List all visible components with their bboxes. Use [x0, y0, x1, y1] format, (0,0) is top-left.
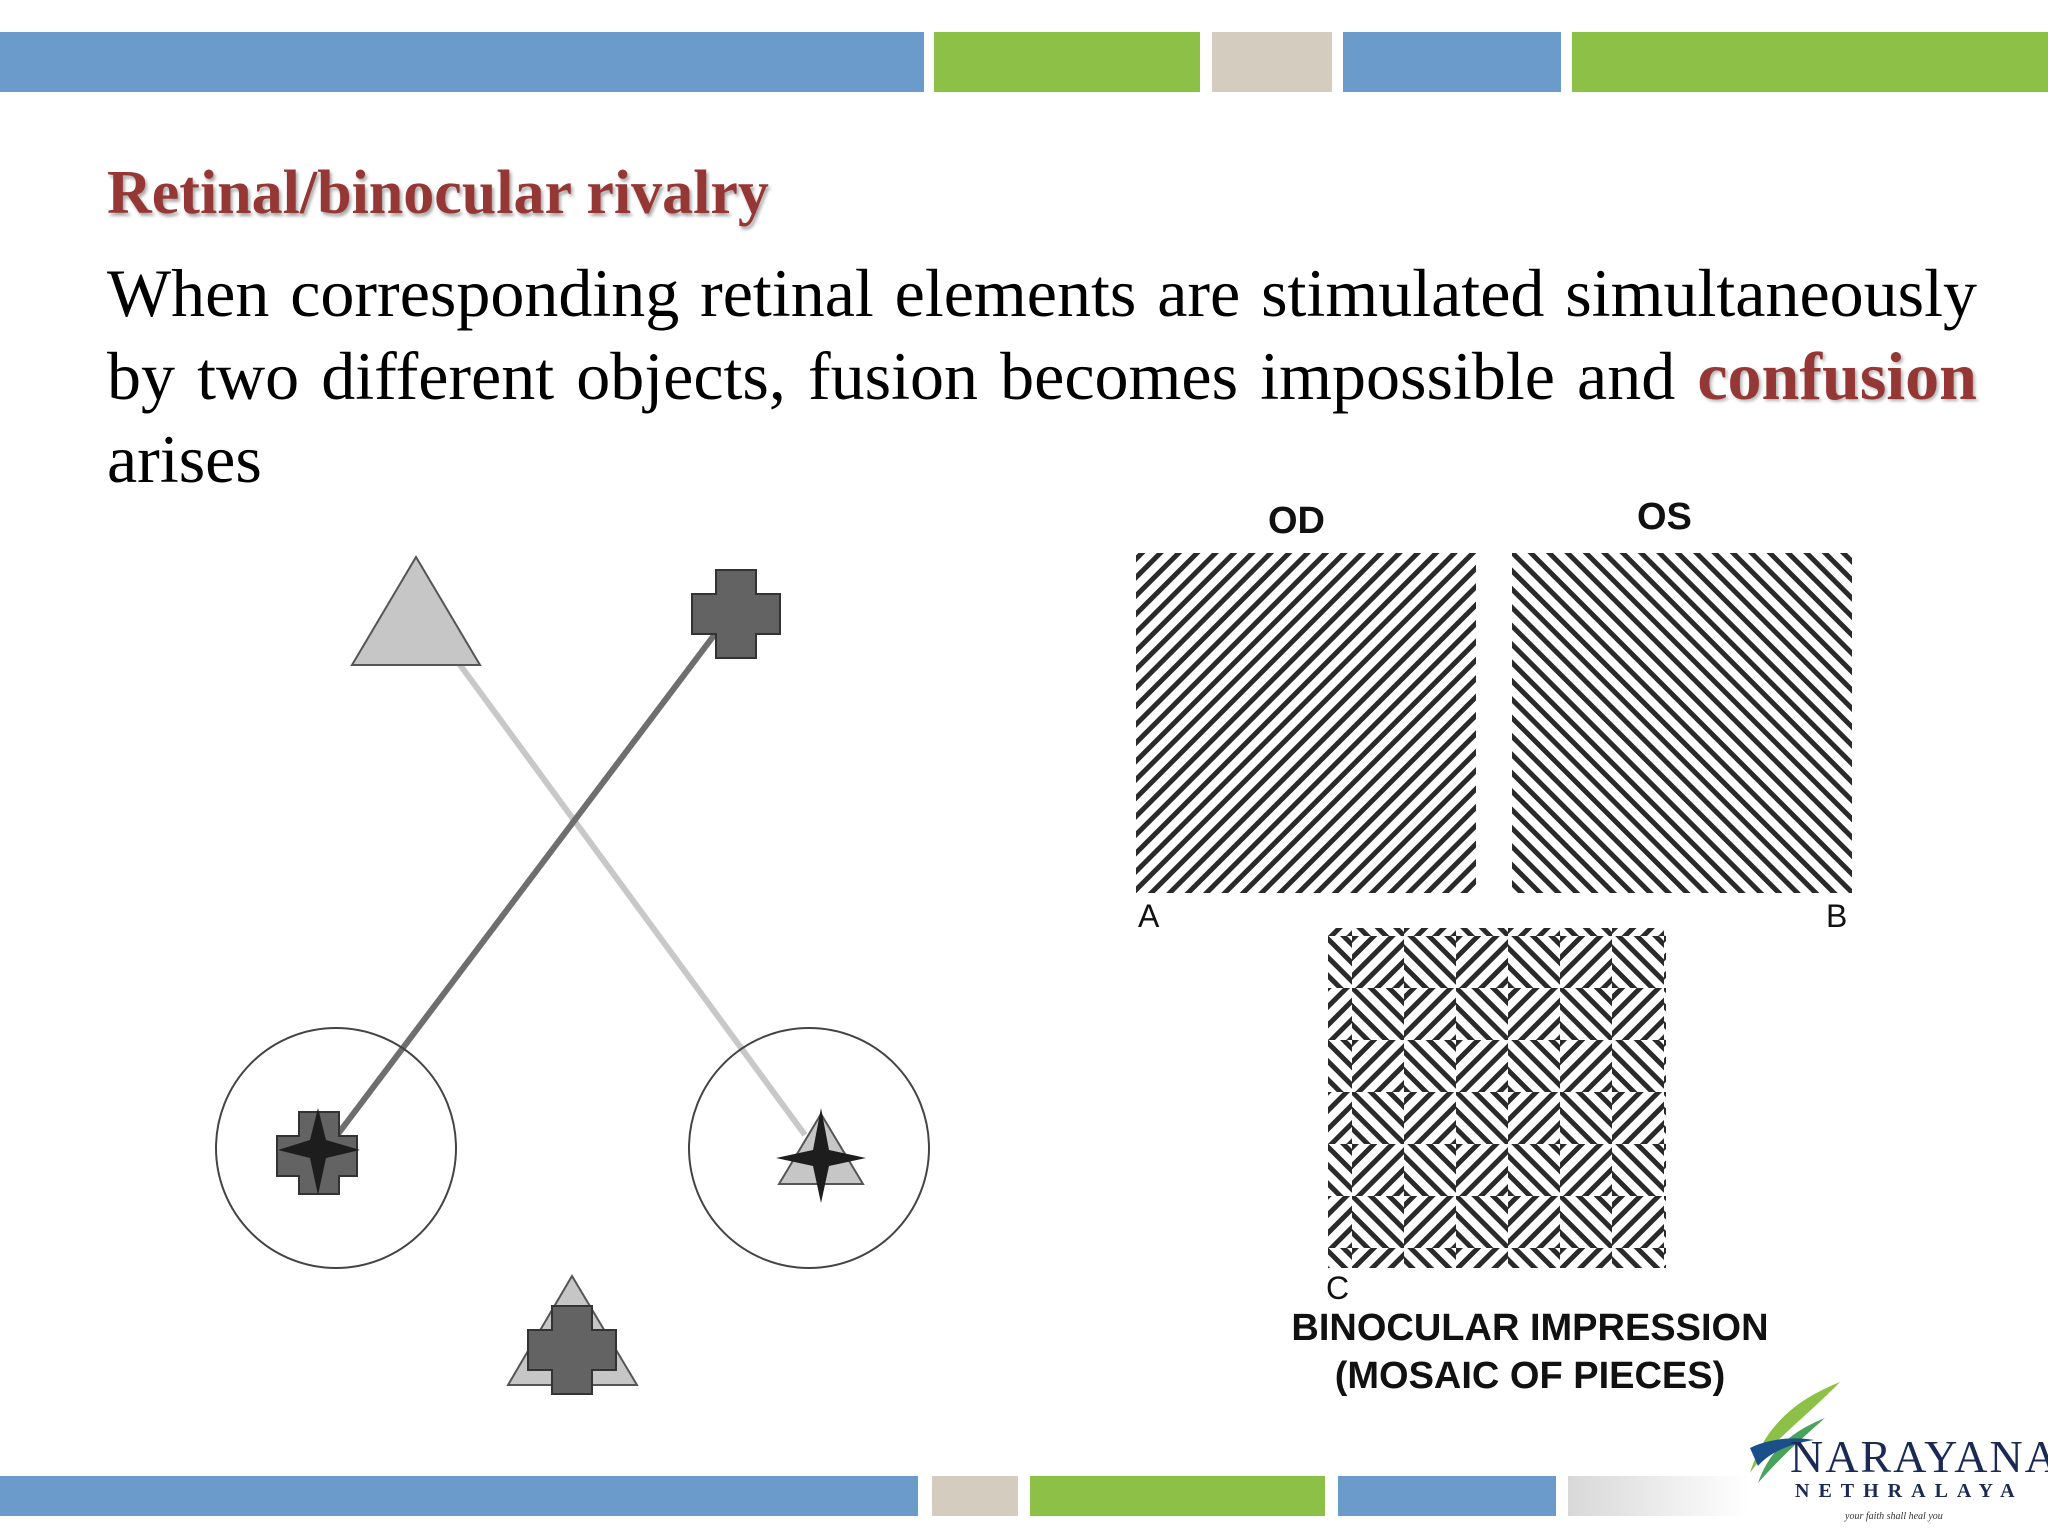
right-eye-circle — [215, 1027, 457, 1269]
leaf-logo-icon — [1750, 1382, 1840, 1483]
body-text-end: arises — [107, 421, 262, 497]
label-c: C — [1326, 1270, 1350, 1306]
top-bar-green-2 — [1572, 32, 2048, 92]
bottom-bar-fade — [1568, 1476, 1748, 1516]
bottom-bar-beige — [932, 1476, 1018, 1516]
top-bar-blue-2 — [1343, 32, 1561, 92]
cross-image-right-eye — [276, 1108, 360, 1195]
top-bar-beige — [1212, 32, 1332, 92]
cross-target — [691, 569, 781, 659]
line-of-sight-dark — [332, 632, 718, 1140]
bottom-bar-green — [1030, 1476, 1325, 1516]
top-bar-blue-1 — [0, 32, 924, 92]
label-od: OD — [1268, 500, 1325, 542]
mosaic-hatch-panel — [1328, 928, 1666, 1268]
line-of-sight-light — [452, 656, 808, 1137]
logo-tagline: your faith shall heal you — [1845, 1511, 1943, 1522]
od-hatch-panel — [1136, 553, 1476, 893]
triangle-target — [350, 555, 482, 666]
bottom-bar-blue-2 — [1338, 1476, 1556, 1516]
logo-subname: NETHRALAYA — [1795, 1480, 2024, 1502]
label-b: B — [1826, 898, 1848, 934]
slide-body: When corresponding retinal elements are … — [107, 252, 1977, 501]
logo-name: NARAYANA — [1790, 1431, 2048, 1482]
label-os: OS — [1637, 496, 1692, 538]
mixed-percept-icon — [506, 1274, 639, 1395]
triangle-image-left-eye — [776, 1108, 866, 1203]
bottom-bar-blue-1 — [0, 1476, 918, 1516]
slide-title: Retinal/binocular rivalry — [107, 159, 769, 227]
label-a: A — [1138, 898, 1160, 934]
caption-line-1: BINOCULAR IMPRESSION — [1291, 1307, 1769, 1349]
top-bar-green-1 — [934, 32, 1200, 92]
left-eye-circle — [688, 1027, 930, 1269]
caption-line-2: (MOSAIC OF PIECES) — [1334, 1355, 1726, 1397]
body-text-start: When corresponding retinal elements are … — [107, 255, 1977, 414]
body-emphasis: confusion — [1697, 338, 1977, 414]
os-hatch-panel — [1512, 553, 1852, 893]
